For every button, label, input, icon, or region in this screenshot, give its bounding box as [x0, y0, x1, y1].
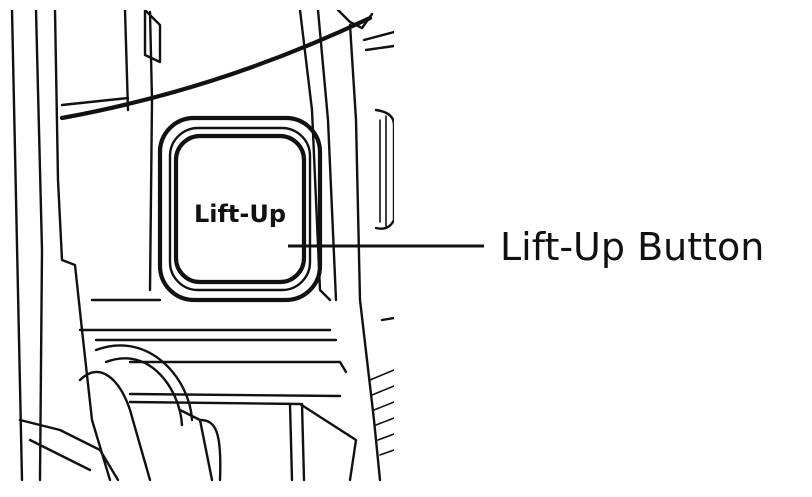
base-left	[18, 418, 120, 482]
texture-line-5	[377, 433, 394, 441]
top-curved-band	[59, 15, 373, 121]
callout-label: Lift-Up Button	[500, 225, 764, 269]
side-knob	[374, 108, 394, 230]
button-label: Lift-Up	[194, 200, 286, 228]
ledge-line-3	[128, 360, 348, 374]
texture-line-1	[369, 369, 394, 381]
ledge-line-5	[128, 400, 358, 482]
base-left-lower	[28, 438, 92, 472]
left-inner-contour	[53, 10, 112, 482]
button-housing-outer	[157, 115, 323, 303]
left-panel-line	[34, 10, 44, 482]
column-notch	[143, 10, 162, 64]
base-right-post-1	[288, 402, 294, 482]
right-main-edge	[348, 23, 382, 482]
right-bottom-tab	[380, 316, 394, 322]
right-top-tab	[362, 30, 394, 42]
wheel-arc-2	[104, 357, 184, 427]
base-center-curve	[198, 418, 222, 482]
right-panel-right-line	[316, 10, 338, 302]
button-housing-inner	[168, 126, 312, 292]
wheel-arc-3	[78, 370, 152, 482]
device-body	[10, 10, 394, 482]
top-right-clip	[336, 10, 374, 30]
base-right-post-2	[300, 402, 306, 482]
texture-line-4	[375, 417, 394, 426]
right-panel-left-line	[298, 10, 332, 302]
column-left-line	[123, 10, 130, 112]
lift-up-button[interactable]	[173, 133, 307, 285]
left-edge-line	[10, 10, 24, 482]
ledge-line-4	[128, 392, 342, 398]
wheel-arc-1	[94, 344, 194, 422]
texture-line-3	[373, 401, 394, 411]
texture-line-6	[379, 449, 394, 456]
texture-line-2	[371, 385, 394, 396]
column-right-line	[148, 10, 154, 292]
top-band-upper	[60, 96, 130, 107]
right-top-tab-lower	[364, 44, 394, 52]
